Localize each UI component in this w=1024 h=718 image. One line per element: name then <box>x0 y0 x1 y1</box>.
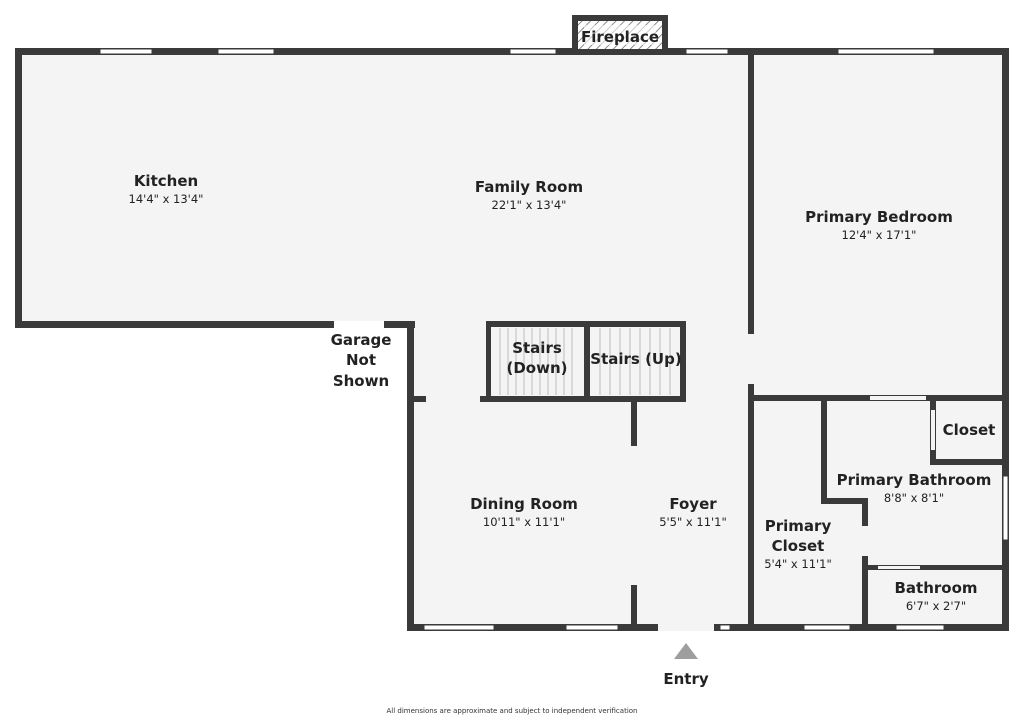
room-primary-bedroom[interactable]: Primary Bedroom 12'4" x 17'1" <box>805 208 953 242</box>
stairs-down[interactable] <box>480 321 686 402</box>
kitchen-dims: 14'4" x 13'4" <box>129 192 204 206</box>
room-kitchen[interactable]: Kitchen 14'4" x 13'4" <box>129 172 204 206</box>
closet-name: Closet <box>943 421 996 439</box>
primary-bedroom-dims: 12'4" x 17'1" <box>842 228 917 242</box>
stairs-up-label: Stairs (Up) <box>590 350 681 368</box>
garage-label-2: Not <box>346 351 376 369</box>
primary-bathroom-name: Primary Bathroom <box>837 471 992 489</box>
room-primary-bathroom[interactable]: Primary Bathroom 8'8" x 8'1" <box>837 471 992 505</box>
room-dining-room[interactable]: Dining Room 10'11" x 11'1" <box>470 495 578 529</box>
openings <box>334 321 935 631</box>
stairs-down-label-1: Stairs <box>512 339 562 357</box>
entry-arrow-icon <box>674 643 698 659</box>
floor-areas <box>18 52 1006 628</box>
fireplace-label: Fireplace <box>581 28 659 46</box>
room-foyer[interactable]: Foyer 5'5" x 11'1" <box>659 495 727 529</box>
foyer-name: Foyer <box>669 495 717 513</box>
fireplace: Fireplace <box>572 15 668 51</box>
entry-label: Entry <box>663 670 708 688</box>
primary-bedroom-name: Primary Bedroom <box>805 208 953 226</box>
dining-room-name: Dining Room <box>470 495 578 513</box>
stairs-down-label-2: (Down) <box>506 359 567 377</box>
disclaimer: All dimensions are approximate and subje… <box>387 707 638 715</box>
primary-bathroom-dims: 8'8" x 8'1" <box>884 491 944 505</box>
stairs-labels: Stairs (Down) Stairs (Up) <box>506 339 681 377</box>
family-room-dims: 22'1" x 13'4" <box>492 198 567 212</box>
primary-closet-dims: 5'4" x 11'1" <box>764 557 832 571</box>
kitchen-name: Kitchen <box>134 172 198 190</box>
bathroom-dims: 6'7" x 2'7" <box>906 599 966 613</box>
primary-closet-name-1: Primary <box>765 517 832 535</box>
room-primary-closet[interactable]: Primary Closet 5'4" x 11'1" <box>764 517 832 571</box>
family-room-name: Family Room <box>475 178 583 196</box>
foyer-dims: 5'5" x 11'1" <box>659 515 727 529</box>
windows <box>99 48 1009 631</box>
stairs-up[interactable] <box>599 321 686 401</box>
room-family-room[interactable]: Family Room 22'1" x 13'4" <box>475 178 583 212</box>
garage-label-3: Shown <box>333 372 389 390</box>
room-bathroom[interactable]: Bathroom 6'7" x 2'7" <box>894 579 977 613</box>
garage-note: Garage Not Shown <box>331 331 392 390</box>
room-closet[interactable]: Closet <box>943 421 996 439</box>
dining-room-dims: 10'11" x 11'1" <box>483 515 565 529</box>
entry-marker[interactable]: Entry <box>663 643 709 688</box>
primary-closet-name-2: Closet <box>772 537 825 555</box>
garage-label-1: Garage <box>331 331 392 349</box>
bathroom-name: Bathroom <box>894 579 977 597</box>
